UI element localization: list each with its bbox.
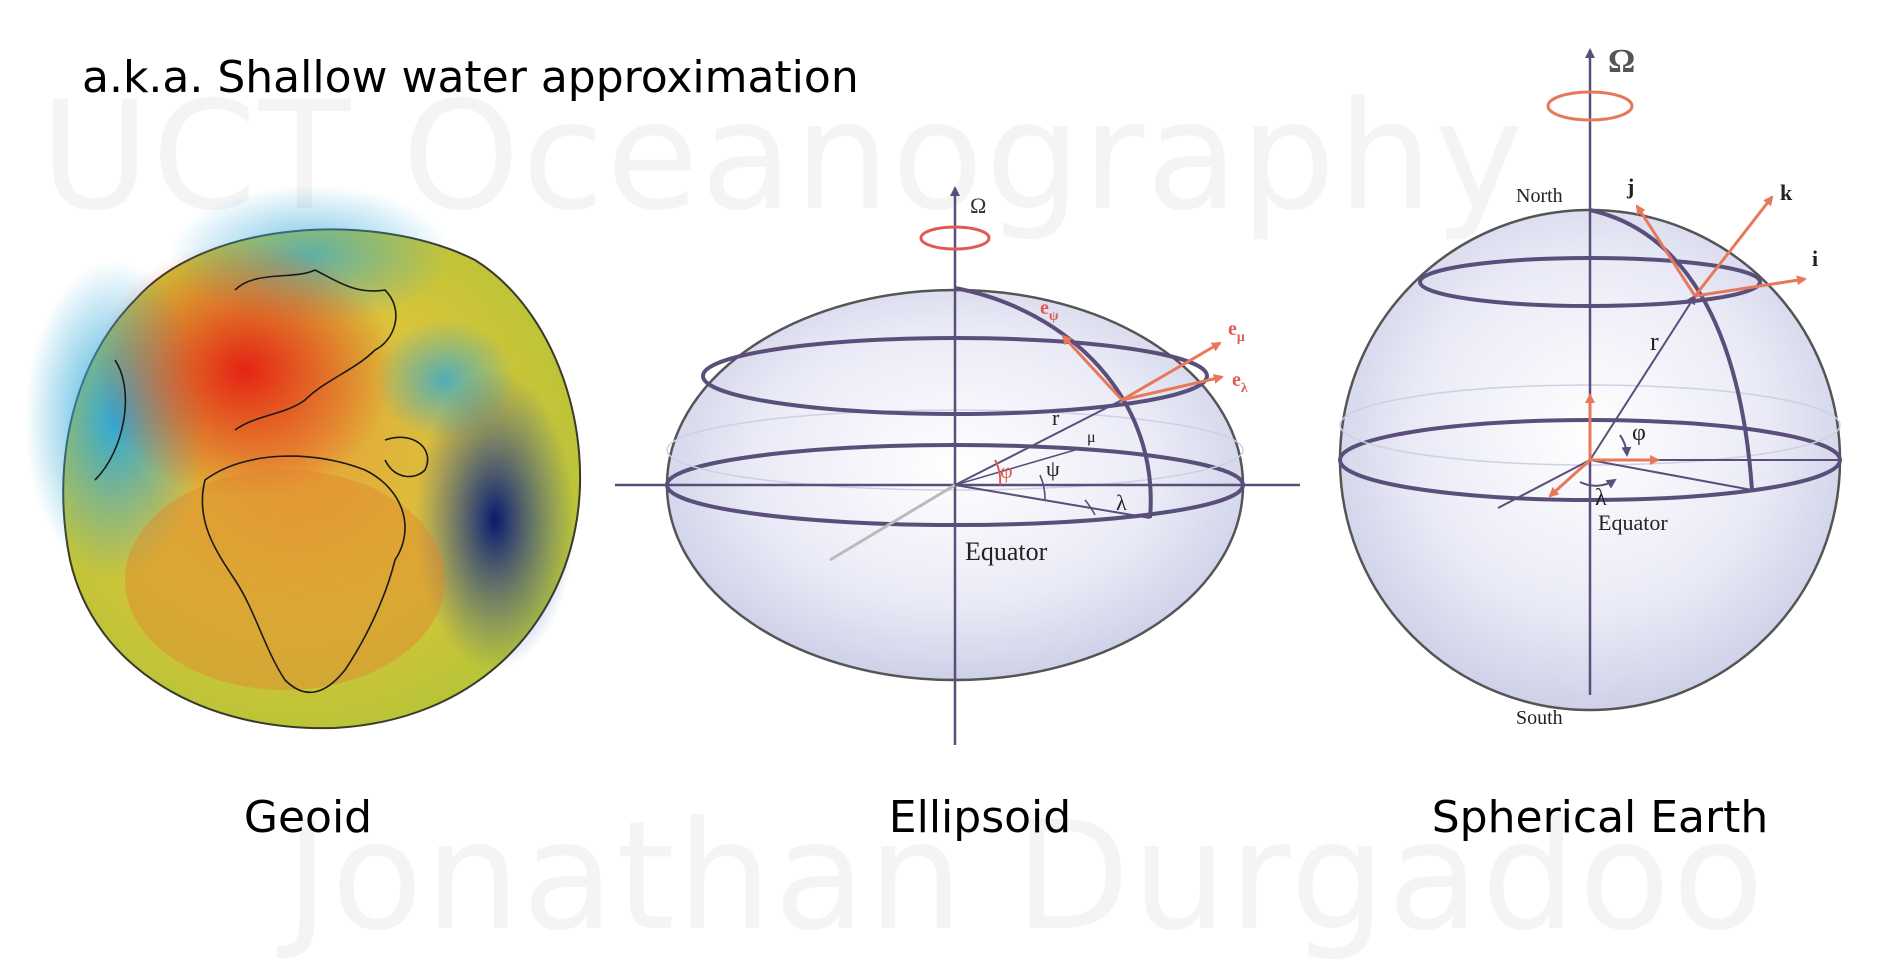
ellipsoid-figure: Ω eψ eμ eλ r μ φ ψ λ Equator bbox=[615, 186, 1300, 745]
sphere-i-label: i bbox=[1812, 246, 1818, 271]
sphere-figure: Ω North South j k i r φ λ Equator bbox=[1338, 43, 1842, 729]
coastline-outline bbox=[94, 269, 429, 694]
ellipsoid-phi-label: φ bbox=[1000, 458, 1013, 483]
geoid-figure bbox=[25, 185, 582, 730]
sphere-rotation-ring bbox=[1546, 90, 1634, 122]
ellipsoid-caption: Ellipsoid bbox=[888, 792, 1072, 843]
slide-title: a.k.a. Shallow water approximation bbox=[82, 52, 859, 103]
geoid-caption: Geoid bbox=[243, 792, 373, 843]
sphere-caption: Spherical Earth bbox=[1431, 792, 1769, 843]
ellipsoid-e-lambda-label: eλ bbox=[1232, 369, 1248, 396]
ellipsoid-e-lambda-arrow bbox=[1121, 373, 1224, 402]
sphere-j-label: j bbox=[1626, 174, 1634, 199]
sphere-omega-label: Ω bbox=[1608, 43, 1635, 80]
ellipsoid-rotation-ring bbox=[919, 225, 991, 251]
sphere-j-arrow bbox=[1635, 204, 1697, 297]
ellipsoid-mu-label: μ bbox=[1087, 429, 1096, 446]
ellipsoid-lambda-label: λ bbox=[1116, 490, 1127, 515]
ellipsoid-e-mu-arrow bbox=[1121, 341, 1222, 402]
ellipsoid-meridian bbox=[954, 286, 1153, 519]
sphere-equator-label: Equator bbox=[1598, 510, 1668, 535]
sphere-i-arrow bbox=[1694, 275, 1807, 298]
sphere-r-label: r bbox=[1650, 327, 1659, 356]
ellipsoid-r-label: r bbox=[1052, 405, 1060, 430]
ellipsoid-e-mu-label: eμ bbox=[1228, 318, 1245, 345]
sphere-lambda-label: λ bbox=[1595, 485, 1607, 511]
ellipsoid-omega-label: Ω bbox=[970, 193, 986, 218]
sphere-north-label: North bbox=[1516, 185, 1563, 207]
ellipsoid-e-psi-label: eψ bbox=[1040, 297, 1059, 324]
sphere-k-label: k bbox=[1780, 180, 1793, 205]
sphere-k-arrow bbox=[1693, 195, 1774, 297]
ellipsoid-psi-label: ψ bbox=[1046, 456, 1060, 481]
sphere-phi-label: φ bbox=[1632, 420, 1646, 446]
ellipsoid-e-psi-arrow bbox=[1061, 334, 1124, 402]
sphere-south-label: South bbox=[1516, 707, 1563, 729]
ellipsoid-equator-label: Equator bbox=[965, 537, 1048, 566]
